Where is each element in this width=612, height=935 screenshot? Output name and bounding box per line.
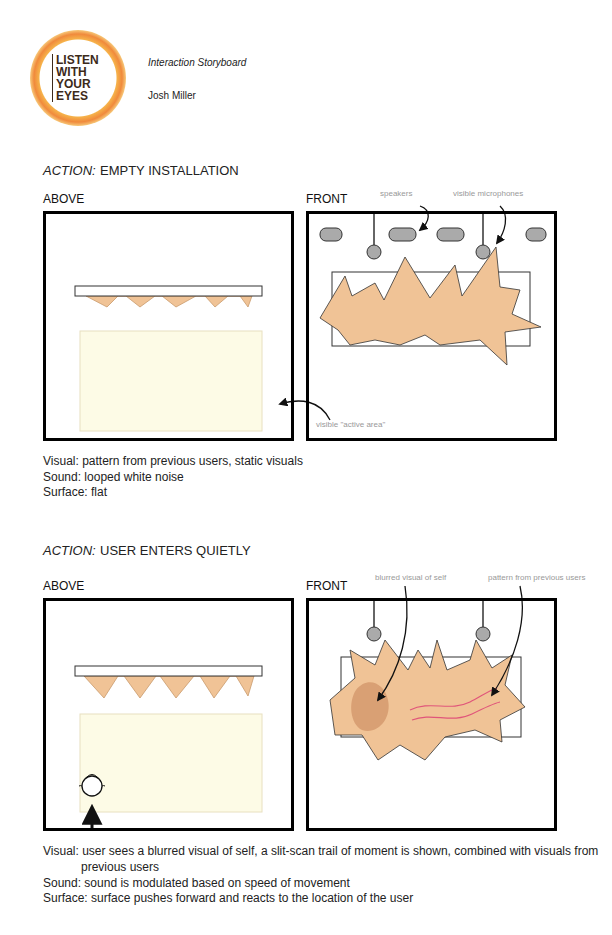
action-name: EMPTY INSTALLATION — [100, 163, 239, 178]
storyboard-panel: ABOVE — [43, 598, 294, 831]
storyboard-panel: FRONT — [306, 598, 557, 831]
action-tag: ACTION: — [43, 543, 96, 558]
surface-shape — [320, 247, 541, 365]
leader-arrows — [378, 586, 522, 700]
logo-text: LISTEN WITH YOUR EYES — [52, 54, 108, 102]
view-heading: FRONT — [306, 192, 347, 206]
view-heading: FRONT — [306, 579, 347, 593]
description-line: Visual: pattern from previous users, sta… — [43, 454, 303, 468]
surface-bar — [75, 286, 262, 296]
microphones — [367, 601, 490, 641]
description-line: Surface: surface pushes forward and reac… — [43, 891, 413, 907]
callout-label: pattern from previous users — [488, 573, 585, 582]
previous-patterns — [410, 688, 500, 720]
surface-spikes — [84, 676, 254, 698]
speakers — [320, 228, 546, 241]
blurred-self — [351, 682, 388, 731]
view-heading: ABOVE — [43, 579, 84, 593]
user-icon — [79, 775, 105, 831]
action-tag: ACTION: — [43, 163, 96, 178]
surface-shape — [330, 640, 525, 760]
surface-bar — [75, 666, 262, 676]
callout-label: visible microphones — [453, 189, 523, 198]
description-line: Surface: flat — [43, 485, 107, 499]
active-area — [80, 714, 262, 812]
view-heading: ABOVE — [43, 192, 84, 206]
callout-label: blurred visual of self — [375, 573, 446, 582]
description-line: Sound: sound is modulated based on speed… — [43, 876, 350, 892]
callout-label: visible "active area" — [316, 420, 385, 429]
microphones — [367, 214, 490, 259]
active-area — [80, 331, 262, 431]
logo-circle: LISTEN WITH YOUR EYES — [30, 30, 126, 126]
leader-arrows — [280, 206, 506, 420]
page-title: Interaction Storyboard — [148, 57, 246, 68]
author-name: Josh Miller — [148, 90, 196, 101]
description-line: Visual: user sees a blurred visual of se… — [43, 844, 605, 875]
storyboard-panel: FRONT — [306, 211, 557, 441]
description-line: Sound: looped white noise — [43, 470, 184, 484]
action-name: USER ENTERS QUIETLY — [100, 543, 251, 558]
storyboard-panel: ABOVE — [43, 211, 294, 441]
surface-spikes — [86, 296, 252, 307]
callout-label: speakers — [380, 189, 412, 198]
